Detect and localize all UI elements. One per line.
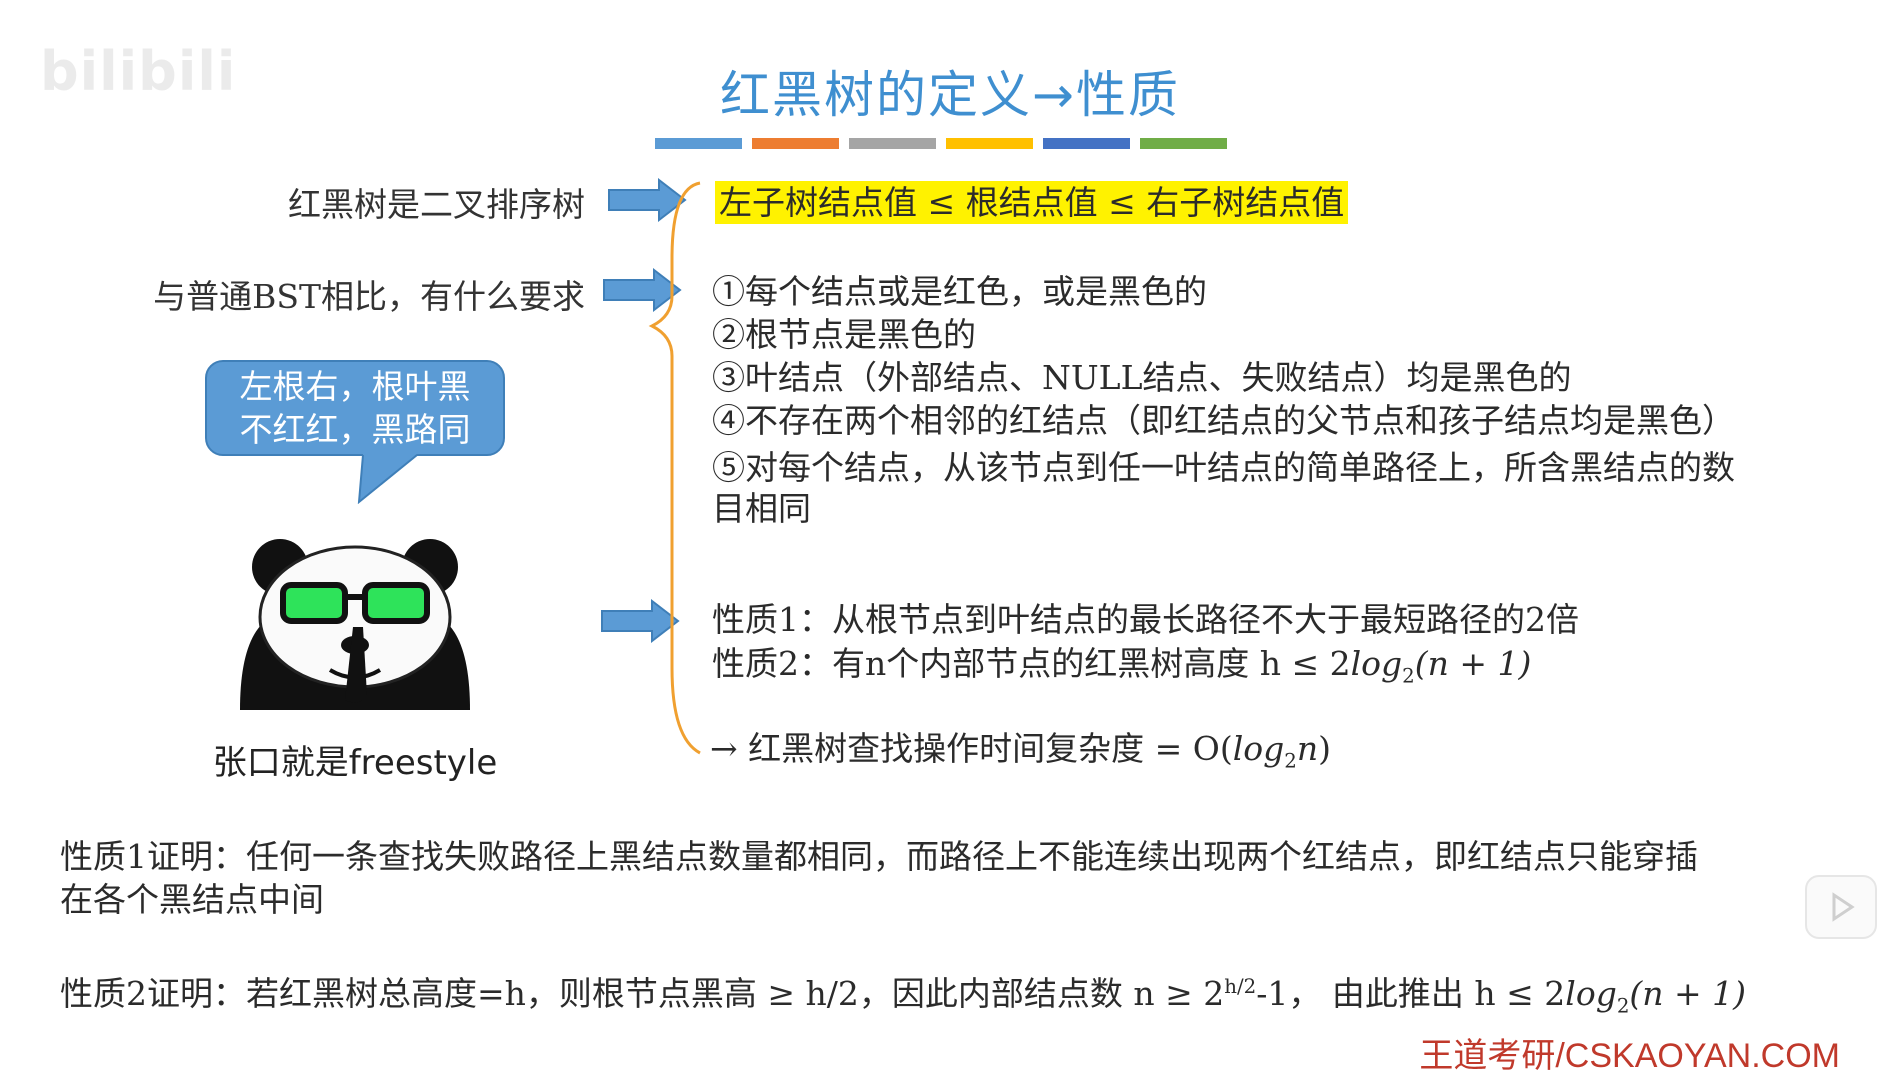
rule-5-line1: ⑤对每个结点，从该节点到任一叶结点的简单路径上，所含黑结点的数	[712, 448, 1735, 487]
bubble-line-1: 左根右，根叶黑	[239, 367, 471, 406]
property-2-log: log	[1350, 644, 1403, 683]
title-color-bar-6	[1140, 138, 1227, 149]
proof-1-line-1: 性质1证明：任何一条查找失败路径上黑结点数量都相同，而路径上不能连续出现两个红结…	[60, 837, 1698, 876]
proof-2-mid: -1， 由此推出 h ≤ 2	[1256, 974, 1566, 1013]
panda-meme-image	[240, 539, 470, 710]
property-2-arg: (n + 1)	[1414, 644, 1532, 683]
complexity-end: )	[1318, 729, 1331, 768]
complexity-log: log	[1232, 729, 1285, 768]
title-color-bar-3	[849, 138, 936, 149]
arrow-right-icon	[603, 268, 682, 312]
bst-rule-highlight: 左子树结点值 ≤ 根结点值 ≤ 右子树结点值	[715, 181, 1349, 224]
rule-5-line2: 目相同	[712, 489, 811, 528]
arrow-right-icon	[601, 599, 680, 643]
proof-2-exponent: h/2	[1224, 975, 1257, 998]
orange-brace	[648, 181, 701, 755]
proof-1-line-2: 在各个黑结点中间	[60, 880, 324, 919]
property-2-text: 性质2：有n个内部节点的红黑树高度 h ≤ 2	[712, 644, 1351, 683]
proof-2-text: 性质2证明：若红黑树总高度=h，则根节点黑高 ≥ h/2，因此内部结点数 n ≥…	[60, 974, 1225, 1013]
slide-title: 红黑树的定义→性质	[720, 66, 1180, 124]
title-color-bar-2	[752, 138, 839, 149]
bubble-line-2: 不红红，黑路同	[239, 410, 471, 449]
title-color-bar-5	[1043, 138, 1130, 149]
rule-3: ③叶结点（外部结点、NULL结点、失败结点）均是黑色的	[712, 358, 1572, 397]
proof-2-log: log	[1565, 974, 1617, 1013]
proof-2-arg: (n + 1)	[1629, 974, 1747, 1013]
bst-rule: 左子树结点值 ≤ 根结点值 ≤ 右子树结点值	[715, 176, 1349, 224]
property-2-log-base: 2	[1402, 664, 1415, 688]
complexity-text: → 红黑树查找操作时间复杂度 = O(	[710, 729, 1233, 768]
panda-caption: 张口就是freestyle	[212, 743, 498, 783]
complexity-log-base: 2	[1284, 749, 1297, 773]
bilibili-watermark: bilibili	[40, 40, 237, 103]
footer-brand: 王道考研/CSKAOYAN.COM	[1419, 1037, 1840, 1075]
play-icon	[1832, 892, 1855, 922]
question-requirements: 与普通BST相比，有什么要求	[153, 277, 585, 316]
proof-2-log-base: 2	[1616, 994, 1630, 1018]
complexity-arg: n	[1296, 729, 1319, 768]
rule-1: ①每个结点或是红色，或是黑色的	[712, 272, 1207, 311]
question-bst: 红黑树是二叉排序树	[288, 185, 585, 224]
title-color-bar-1	[655, 138, 742, 149]
play-button[interactable]	[1805, 875, 1877, 939]
property-1: 性质1：从根节点到叶结点的最长路径不大于最短路径的2倍	[712, 600, 1579, 639]
property-1-proof: 性质1证明：任何一条查找失败路径上黑结点数量都相同，而路径上不能连续出现两个红结…	[60, 835, 1850, 921]
property-2: 性质2：有n个内部节点的红黑树高度 h ≤ 2log2(n + 1)	[712, 637, 1531, 688]
mnemonic-speech-bubble: 左根右，根叶黑 不红红，黑路同	[205, 360, 505, 456]
rule-4: ④不存在两个相邻的红结点（即红结点的父节点和孩子结点均是黑色）	[712, 401, 1735, 440]
search-complexity: → 红黑树查找操作时间复杂度 = O(log2n)	[710, 722, 1331, 773]
speech-bubble-tail	[357, 454, 418, 504]
arrow-right-icon	[608, 178, 687, 222]
rule-2: ②根节点是黑色的	[712, 315, 976, 354]
title-color-bars	[655, 138, 1227, 149]
title-color-bar-4	[946, 138, 1033, 149]
property-2-proof: 性质2证明：若红黑树总高度=h，则根节点黑高 ≥ h/2，因此内部结点数 n ≥…	[60, 965, 1850, 1028]
